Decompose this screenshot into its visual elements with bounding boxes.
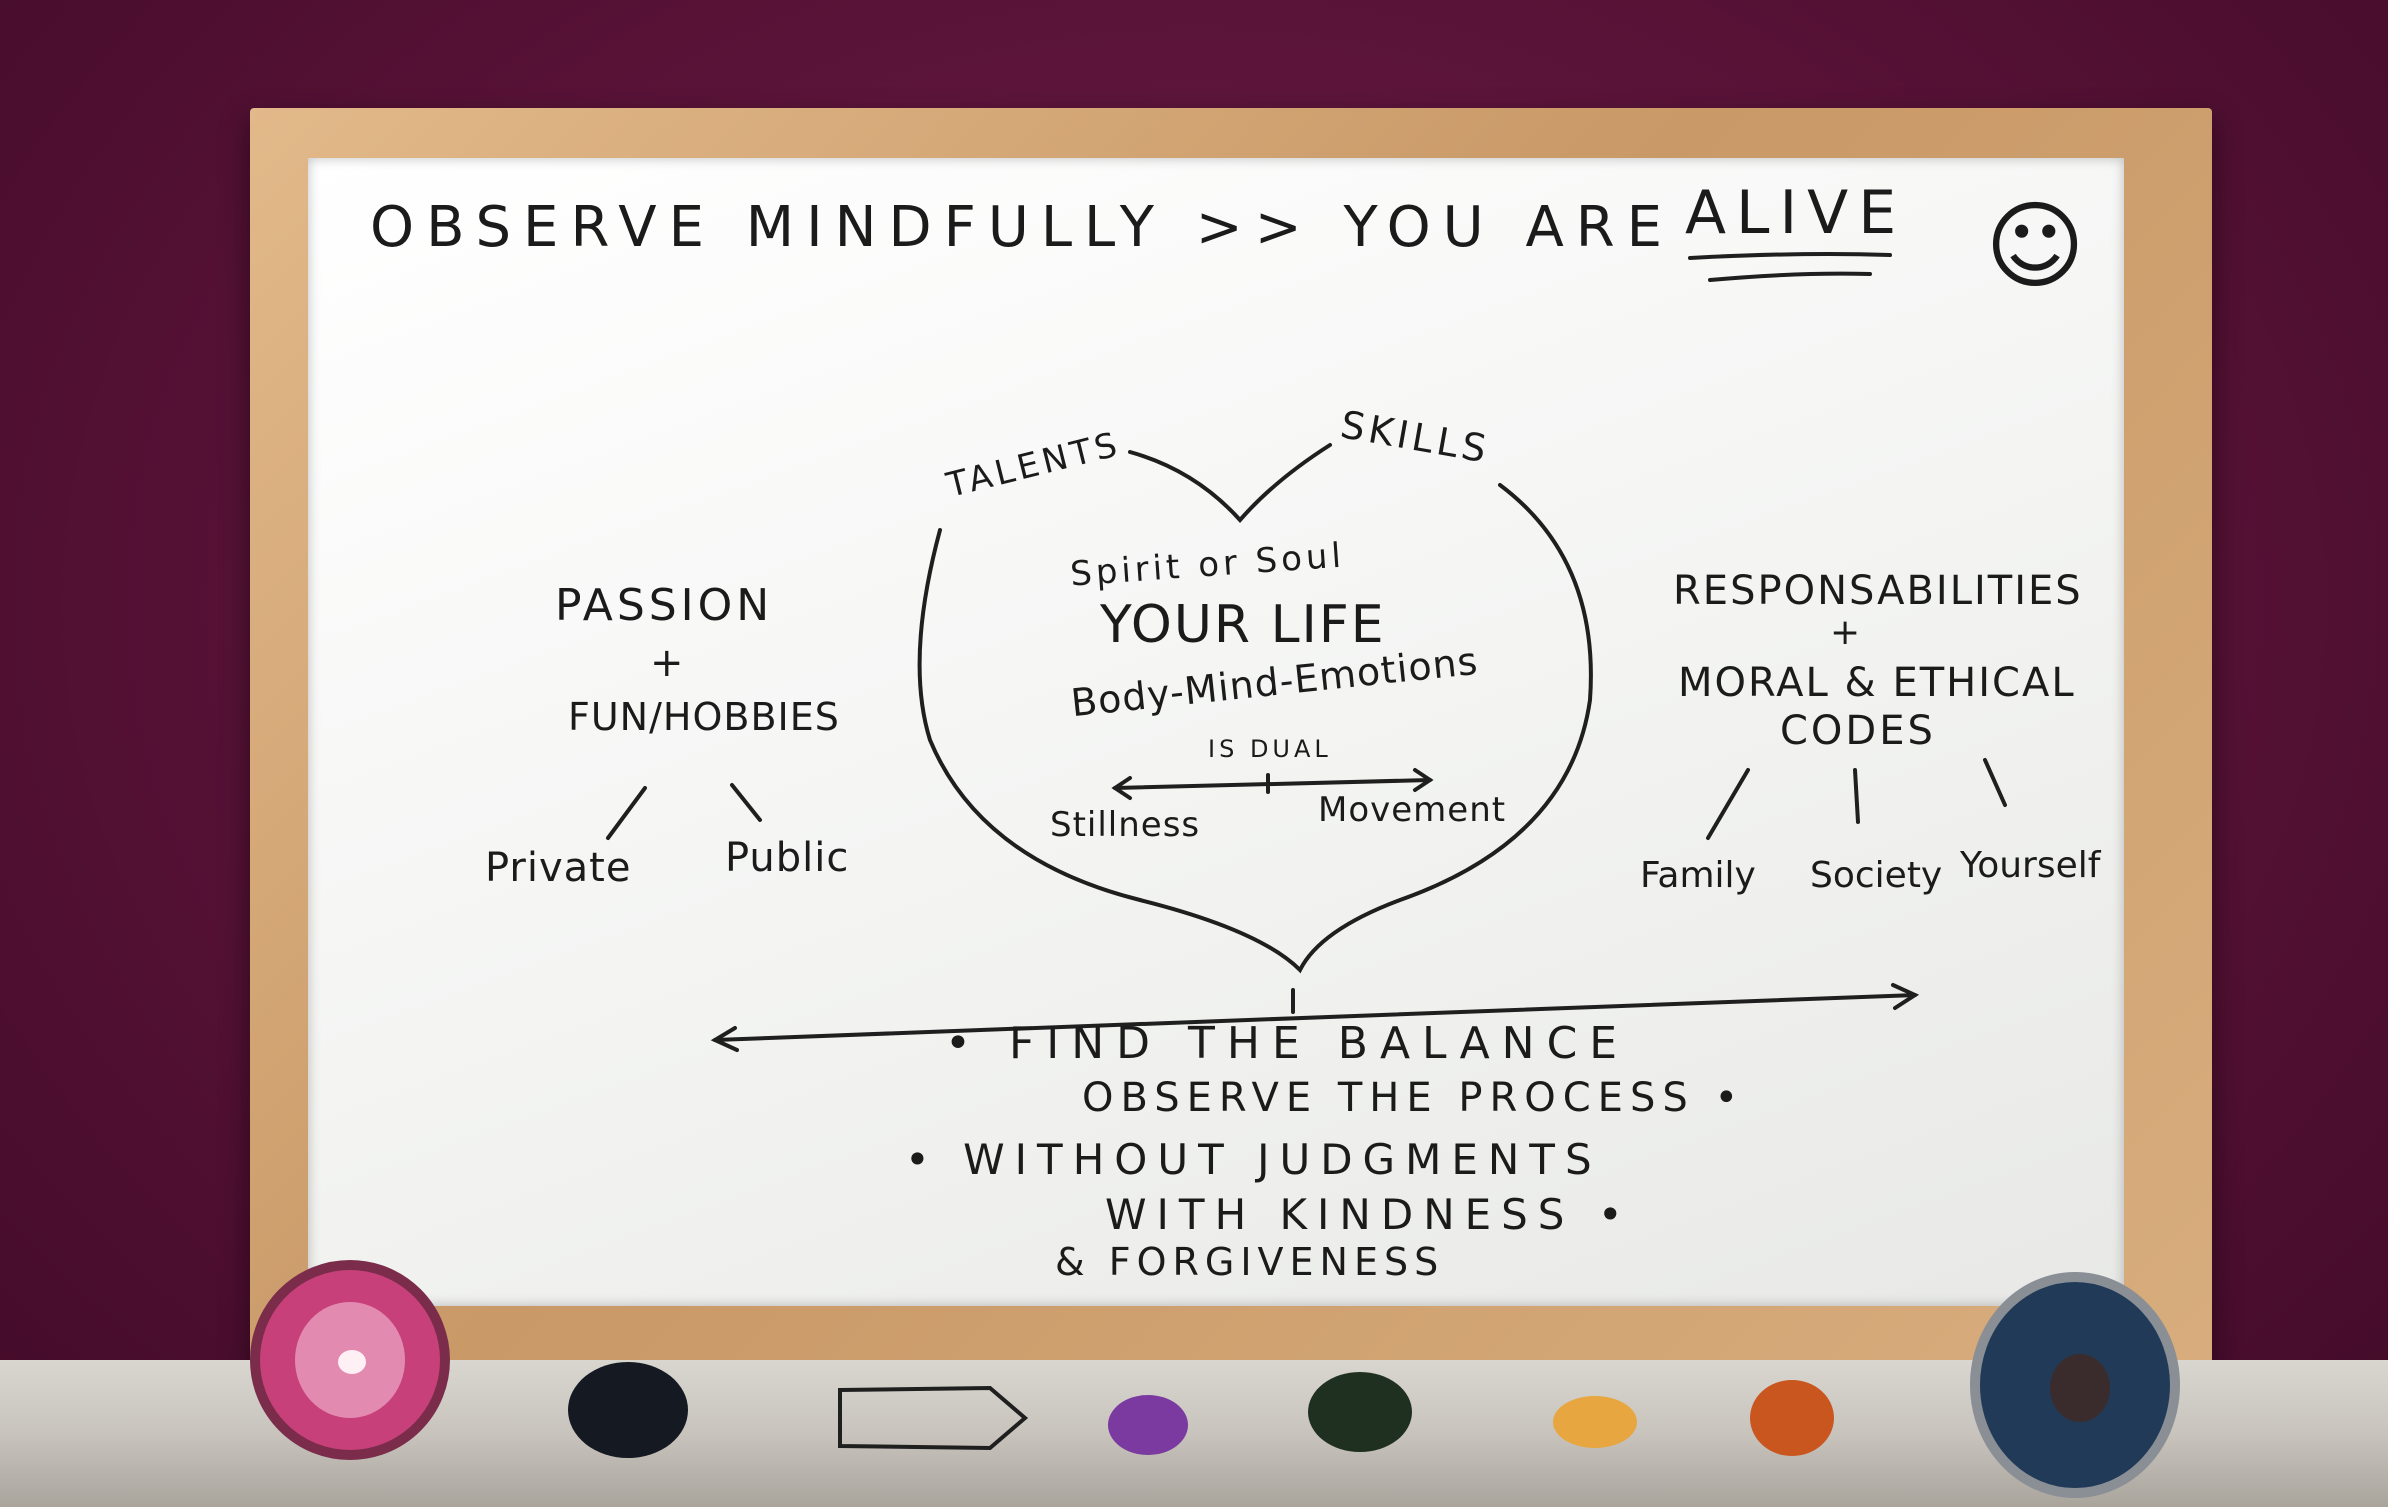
yourself-branch xyxy=(1983,758,2007,807)
label-fun-hobbies: FUN/HOBBIES xyxy=(568,695,840,739)
label-yourself: Yourself xyxy=(1960,845,2101,886)
private-branch xyxy=(606,786,647,840)
label-movement: Movement xyxy=(1318,790,1507,830)
heart-outline xyxy=(917,443,1593,974)
dual-arrow xyxy=(1113,778,1432,790)
label-your-life: YOUR LIFE xyxy=(1100,595,1386,655)
society-branch xyxy=(1853,768,1860,824)
label-is-dual: IS DUAL xyxy=(1208,735,1332,763)
label-private: Private xyxy=(485,845,632,891)
text-with-kindness: WITH KINDNESS • xyxy=(1105,1190,1633,1239)
public-branch xyxy=(730,783,762,822)
label-society: Society xyxy=(1810,855,1943,896)
family-branch xyxy=(1706,768,1750,840)
text-without-judgments: • WITHOUT JUDGMENTS xyxy=(905,1135,1602,1184)
label-passion: PASSION xyxy=(555,580,774,631)
label-stillness: Stillness xyxy=(1050,805,1201,845)
title-alive: ALIVE xyxy=(1685,178,1907,248)
balance-line xyxy=(713,993,1917,1042)
label-family: Family xyxy=(1640,855,1756,896)
label-moral-ethical: MORAL & ETHICAL xyxy=(1678,660,2076,706)
alive-underline-2 xyxy=(1708,271,1872,282)
alive-underline xyxy=(1688,252,1892,260)
label-responsabilities: RESPONSABILITIES xyxy=(1673,568,2083,614)
label-right-plus: + xyxy=(1830,612,1865,653)
text-forgiveness: & FORGIVENESS xyxy=(1055,1240,1445,1284)
text-observe-the-process: OBSERVE THE PROCESS • xyxy=(1082,1075,1746,1121)
label-public: Public xyxy=(725,835,850,881)
whiteboard xyxy=(308,158,2124,1306)
title-observe-mindfully: OBSERVE MINDFULLY >> YOU ARE xyxy=(370,195,1675,260)
text-find-the-balance: • FIND THE BALANCE xyxy=(945,1018,1630,1069)
label-passion-plus: + xyxy=(650,640,688,686)
smiley-icon: ☺ xyxy=(1985,190,2086,302)
shelf xyxy=(0,1360,2388,1507)
label-codes: CODES xyxy=(1780,708,1936,754)
